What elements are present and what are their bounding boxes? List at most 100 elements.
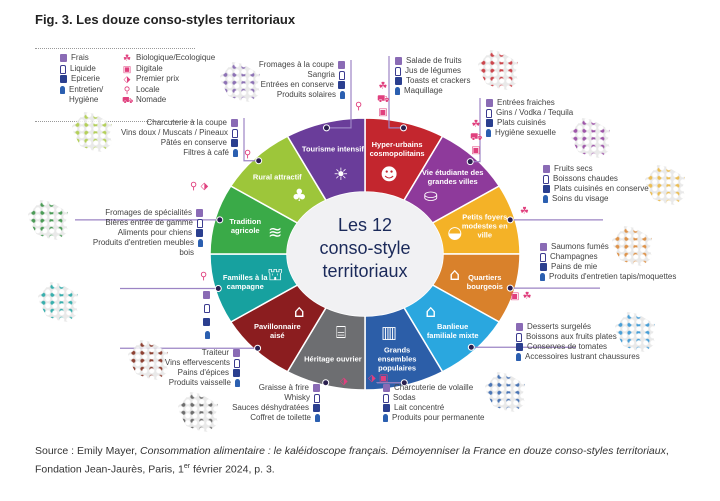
connector-line <box>388 56 404 129</box>
landscape-icon: ♣ <box>291 186 307 207</box>
frais-icon <box>196 209 203 217</box>
product-name: Traiteur <box>201 348 229 357</box>
channel-tags-icons: ⚲ <box>200 271 208 282</box>
product-name: Entrées en conserve <box>260 80 334 89</box>
product-item: Graisse à frire <box>175 383 320 393</box>
legend-label: Entretien/ Hygiène <box>69 84 104 105</box>
product-item <box>200 317 210 326</box>
product-name: Lait concentré <box>394 403 445 412</box>
spray-icon <box>205 331 210 339</box>
connector-dot <box>254 344 262 352</box>
legend-item-liquide: Liquide <box>60 64 109 75</box>
source-work-title: Consommation alimentaire : le kaléidosco… <box>140 445 666 457</box>
product-item: Filtres à café <box>80 148 238 158</box>
frais-icon <box>486 99 493 107</box>
connector-dot <box>467 343 475 351</box>
product-name: Vins doux / Muscats / Pineaux <box>120 128 228 137</box>
bottle-icon <box>543 175 549 184</box>
bottle-icon <box>339 71 345 80</box>
price-tag-icon: ⬗ <box>123 74 131 84</box>
spray-icon <box>315 414 320 422</box>
spray-icon <box>486 129 491 137</box>
channel-tags-icons: ⚲ ⬗ <box>190 181 209 192</box>
connector-dot <box>214 284 222 292</box>
connector-dot <box>255 157 263 165</box>
channel-tags-icons: ☘ ⛟ ▣ <box>377 81 390 118</box>
product-item: Conserves de tomates <box>516 342 640 352</box>
can-icon <box>383 404 390 412</box>
frais-icon <box>383 384 390 392</box>
connector-line <box>243 118 259 162</box>
product-name: Champagnes <box>550 252 598 261</box>
legend-item-nomade: ⛟Nomade <box>122 95 215 106</box>
product-item <box>200 330 210 339</box>
product-item: Pains de mie <box>540 262 676 272</box>
connector-dot <box>322 379 330 387</box>
frais-icon <box>60 54 67 62</box>
spray-icon <box>516 353 521 361</box>
spray-icon <box>340 91 345 99</box>
legend-label: Epicerie <box>71 74 100 83</box>
legend-item-digitale: ▣Digitale <box>122 64 215 75</box>
can-icon <box>540 263 547 271</box>
product-item: Desserts surgelés <box>516 322 640 332</box>
channel-tags-icons: ⚲ <box>244 149 252 160</box>
location-pin-icon: ⚲ <box>123 84 131 95</box>
product-item: Plats cuisinés en conserve <box>543 184 649 194</box>
product-item: Whisky <box>175 393 320 403</box>
bottle-icon <box>232 129 238 138</box>
product-item: Aliments pour chiens <box>55 228 203 238</box>
product-item: Jus de légumes <box>395 66 470 76</box>
legend-item-locale: ⚲ Locale <box>122 85 215 96</box>
bottle-icon <box>540 253 546 262</box>
product-item: Sodas <box>383 393 485 403</box>
product-name: Plats cuisinés en conserve <box>554 184 649 193</box>
bottle-icon <box>314 394 320 403</box>
connector-dot <box>400 379 408 387</box>
can-icon <box>203 318 210 326</box>
product-item: Soins du visage <box>543 194 649 204</box>
spray-icon <box>383 414 388 422</box>
frais-icon <box>540 243 547 251</box>
legend-label: Frais <box>71 53 89 62</box>
house-tree-icon: ⌂ <box>293 301 305 322</box>
bottle-icon <box>234 359 240 368</box>
product-name: Boissons aux fruits plates <box>526 332 617 341</box>
segment-label: Tourisme intensif <box>301 144 364 154</box>
segment-label: Familles à la campagne <box>222 273 268 292</box>
segment-label: Banlieue familiale mixte <box>426 321 479 340</box>
frais-icon <box>338 61 345 69</box>
segment-label: Quartiers bourgeois <box>466 273 503 292</box>
legend-label: Digitale <box>136 63 163 73</box>
connector-dot <box>216 216 224 224</box>
spray-icon <box>233 149 238 157</box>
product-item: Charcuterie à la coupe <box>80 118 238 128</box>
product-item: Produits pour permanente <box>383 413 485 423</box>
channel-tags-icons: ☘ ⛟ ▣ <box>470 119 483 156</box>
product-item: Sauces déshydratées <box>175 403 320 413</box>
product-item: Entrées en conserve <box>195 80 345 90</box>
product-name: Desserts surgelés <box>527 322 592 331</box>
product-name: Maquillage <box>404 86 443 95</box>
legend-label: Locale <box>136 84 160 94</box>
product-name: Charcuterie à la coupe <box>146 118 228 127</box>
product-name: Sauces déshydratées <box>232 403 309 412</box>
product-item: Bières entrée de gamme <box>55 218 203 228</box>
frais-icon <box>313 384 320 392</box>
product-item: Produits solaires <box>195 90 345 100</box>
product-item: Champagnes <box>540 252 676 262</box>
legend-item-premier-prix: ⬗Premier prix <box>122 74 215 85</box>
source-sup: er <box>183 463 191 470</box>
product-name: Gins / Vodka / Tequila <box>496 108 574 117</box>
product-item: Charcuterie de volaille <box>383 383 485 393</box>
product-name: Pains d'épices <box>177 368 229 377</box>
product-item <box>200 290 210 299</box>
product-name: Toasts et crackers <box>406 76 471 85</box>
channel-tags-icons: ▣ ☘ <box>510 291 532 302</box>
legend-label: Liquide <box>70 63 96 73</box>
product-item: Hygiène sexuelle <box>486 128 573 138</box>
